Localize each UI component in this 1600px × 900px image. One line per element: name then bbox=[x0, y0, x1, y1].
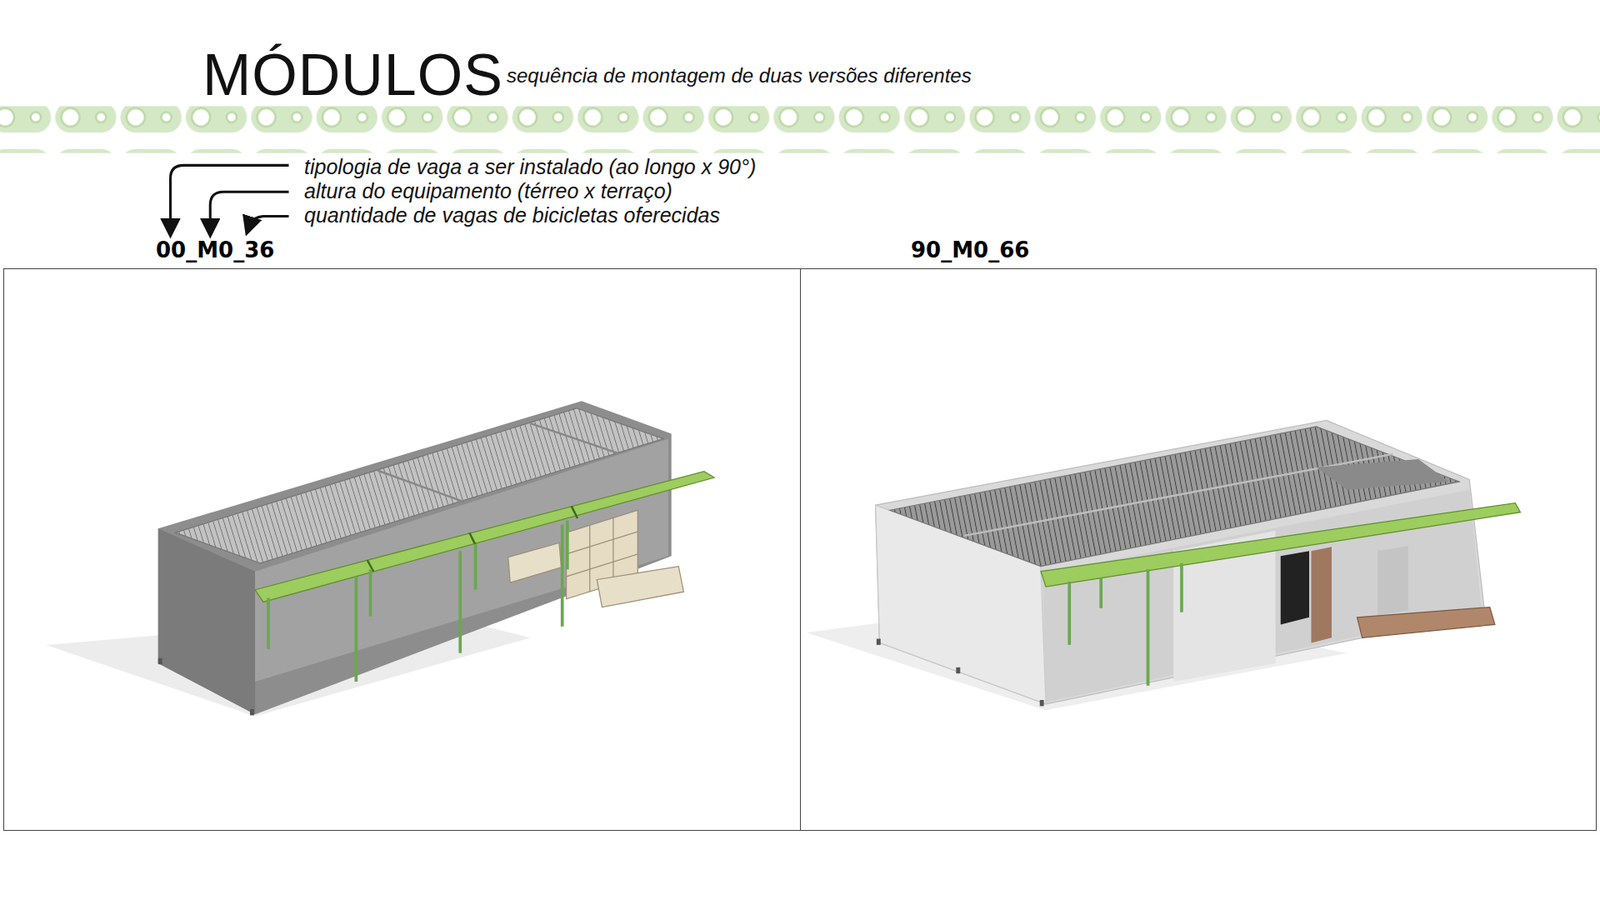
module-code: 90_M0_66 bbox=[910, 237, 1030, 263]
annotation-text: altura do equipamento (térreo x terraço) bbox=[304, 179, 673, 204]
module-panel: 00_M0_36 bbox=[3, 268, 801, 831]
annotation-text: quantidade de vagas de bicicletas oferec… bbox=[304, 203, 720, 228]
module-panel: 90_M0_66 bbox=[800, 268, 1597, 831]
module-code: 00_M0_36 bbox=[155, 237, 275, 263]
subtitle: sequência de montagem de duas versões di… bbox=[506, 64, 972, 88]
page-title: MÓDULOS bbox=[202, 41, 504, 109]
annotation-text: tipologia de vaga a ser instalado (ao lo… bbox=[304, 155, 756, 180]
